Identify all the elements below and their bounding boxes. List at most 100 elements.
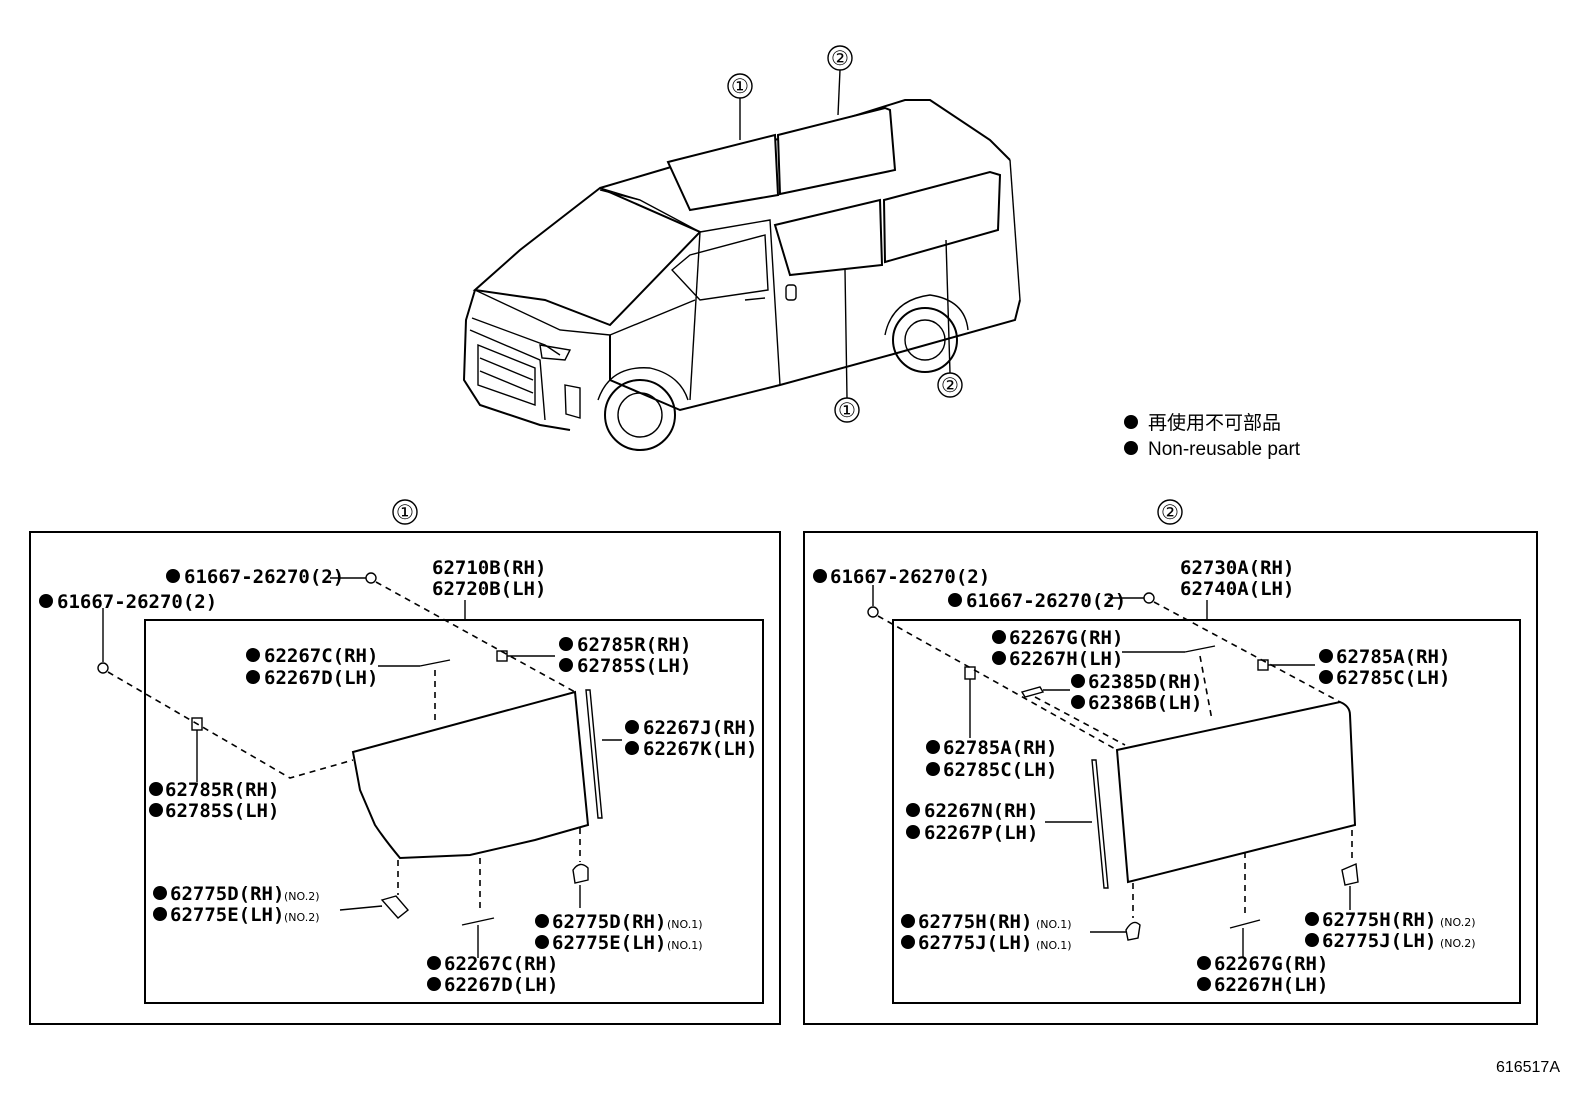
callout-1-bottom: ① xyxy=(838,398,856,422)
van-callouts: ① ② ① ② xyxy=(727,45,963,423)
svg-text:62267C(RH): 62267C(RH) xyxy=(264,645,378,667)
svg-text:62267G(RH): 62267G(RH) xyxy=(1009,627,1123,649)
svg-text:62267P(LH): 62267P(LH) xyxy=(924,822,1038,844)
panel-2-title: ② xyxy=(1161,500,1179,524)
svg-text:62785R(RH): 62785R(RH) xyxy=(577,634,691,656)
bullet-icon xyxy=(901,914,915,928)
label-stopper-no1: 62775H(RH) (NO.1) 62775J(LH) (NO.1) xyxy=(901,911,1072,954)
svg-text:62267N(RH): 62267N(RH) xyxy=(924,800,1038,822)
bullet-icon xyxy=(906,803,920,817)
label-glass-lh: 62740A(LH) xyxy=(1180,578,1294,600)
svg-text:62267G(RH): 62267G(RH) xyxy=(1214,953,1328,975)
bullet-icon xyxy=(1124,415,1138,429)
bullet-icon xyxy=(246,648,260,662)
svg-text:62775E(LH): 62775E(LH) xyxy=(552,932,666,954)
legend: 再使用不可部品 Non-reusable part xyxy=(1124,412,1301,460)
label-upper-spacer: 62267C(RH) 62267D(LH) xyxy=(246,645,378,689)
label-glass-lh: 62720B(LH) xyxy=(432,578,546,600)
quarter-glass-1 xyxy=(351,690,590,860)
bullet-icon xyxy=(948,593,962,607)
bullet-icon xyxy=(1197,977,1211,991)
svg-text:61667-26270(2): 61667-26270(2) xyxy=(184,566,344,588)
bullet-icon xyxy=(1197,956,1211,970)
legend-english: Non-reusable part xyxy=(1148,439,1301,460)
svg-text:62785R(RH): 62785R(RH) xyxy=(165,779,279,801)
svg-text:62775H(RH): 62775H(RH) xyxy=(1322,909,1436,931)
bullet-icon xyxy=(427,977,441,991)
svg-text:62267C(RH): 62267C(RH) xyxy=(444,953,558,975)
callout-2-top: ② xyxy=(831,46,849,70)
bullet-icon xyxy=(1319,649,1333,663)
svg-text:62386B(LH): 62386B(LH) xyxy=(1088,692,1202,714)
svg-text:62775D(RH): 62775D(RH) xyxy=(552,911,666,933)
bullet-icon xyxy=(149,803,163,817)
svg-text:62267D(LH): 62267D(LH) xyxy=(264,667,378,689)
bullet-icon xyxy=(427,956,441,970)
bullet-icon xyxy=(992,651,1006,665)
svg-text:61667-26270(2): 61667-26270(2) xyxy=(830,566,990,588)
svg-text:62775D(RH): 62775D(RH) xyxy=(170,883,284,905)
bullet-icon xyxy=(1305,912,1319,926)
bullet-icon xyxy=(149,782,163,796)
label-left-pin: 62785R(RH) 62785S(LH) xyxy=(149,779,279,822)
svg-text:62785S(LH): 62785S(LH) xyxy=(165,800,279,822)
svg-text:62785C(LH): 62785C(LH) xyxy=(1336,667,1450,689)
bullet-icon xyxy=(625,720,639,734)
panel-1: ① xyxy=(29,499,781,1025)
label-dam: 62385D(RH) 62386B(LH) xyxy=(1071,671,1202,714)
label-side-spacer: 62267N(RH) 62267P(LH) xyxy=(906,800,1038,844)
svg-text:(NO.1): (NO.1) xyxy=(1036,939,1072,952)
label-right-pin: 62785A(RH) 62785C(LH) xyxy=(1319,646,1450,689)
svg-text:61667-26270(2): 61667-26270(2) xyxy=(966,590,1126,612)
svg-text:62267H(LH): 62267H(LH) xyxy=(1009,648,1123,670)
bullet-icon xyxy=(166,569,180,583)
label-clip-b: 61667-26270(2) xyxy=(948,590,1126,612)
svg-text:62785C(LH): 62785C(LH) xyxy=(943,759,1057,781)
svg-text:(NO.2): (NO.2) xyxy=(1440,916,1476,929)
panel-1-title: ① xyxy=(396,500,414,524)
label-clip-a: 61667-26270(2) xyxy=(166,566,344,588)
van-illustration xyxy=(462,99,1021,451)
label-stopper-no2: 62775H(RH) (NO.2) 62775J(LH) (NO.2) xyxy=(1305,909,1476,952)
svg-text:62267H(LH): 62267H(LH) xyxy=(1214,974,1328,996)
svg-text:(NO.1): (NO.1) xyxy=(667,939,703,952)
bullet-icon xyxy=(39,594,53,608)
bullet-icon xyxy=(926,762,940,776)
bullet-icon xyxy=(813,569,827,583)
svg-text:62785S(LH): 62785S(LH) xyxy=(577,655,691,677)
svg-text:(NO.1): (NO.1) xyxy=(667,918,703,931)
bullet-icon xyxy=(1071,695,1085,709)
bullet-icon xyxy=(1319,670,1333,684)
svg-text:62267J(RH): 62267J(RH) xyxy=(643,717,757,739)
label-stopper-no2: 62775D(RH) (NO.2) 62775E(LH) (NO.2) xyxy=(153,883,320,926)
svg-text:62385D(RH): 62385D(RH) xyxy=(1088,671,1202,693)
svg-text:(NO.2): (NO.2) xyxy=(284,890,320,903)
svg-text:61667-26270(2): 61667-26270(2) xyxy=(57,591,217,613)
bullet-icon xyxy=(153,886,167,900)
bullet-icon xyxy=(1071,674,1085,688)
bullet-icon xyxy=(926,740,940,754)
label-upper-spacer: 62267G(RH) 62267H(LH) xyxy=(992,627,1123,670)
svg-text:(NO.2): (NO.2) xyxy=(1440,937,1476,950)
label-left-pin: 62785A(RH) 62785C(LH) xyxy=(926,737,1057,781)
callout-1-top: ① xyxy=(731,74,749,98)
bullet-icon xyxy=(559,658,573,672)
reference-number: 616517A xyxy=(1496,1059,1560,1076)
label-clip-a: 61667-26270(2) xyxy=(813,566,990,588)
bullet-icon xyxy=(1124,441,1138,455)
svg-text:62267K(LH): 62267K(LH) xyxy=(643,738,757,760)
label-clip-b: 61667-26270(2) xyxy=(39,591,217,613)
bullet-icon xyxy=(906,825,920,839)
label-stopper-no1: 62775D(RH) (NO.1) 62775E(LH) (NO.1) xyxy=(535,911,703,954)
bullet-icon xyxy=(246,670,260,684)
bullet-icon xyxy=(535,914,549,928)
svg-text:62785A(RH): 62785A(RH) xyxy=(943,737,1057,759)
svg-text:62775J(LH): 62775J(LH) xyxy=(918,932,1032,954)
label-lower-spacer: 62267C(RH) 62267D(LH) xyxy=(427,953,558,996)
svg-text:62775E(LH): 62775E(LH) xyxy=(170,904,284,926)
svg-text:62775J(LH): 62775J(LH) xyxy=(1322,930,1436,952)
bullet-icon xyxy=(901,935,915,949)
panel-2: ② xyxy=(803,499,1538,1025)
bullet-icon xyxy=(535,935,549,949)
